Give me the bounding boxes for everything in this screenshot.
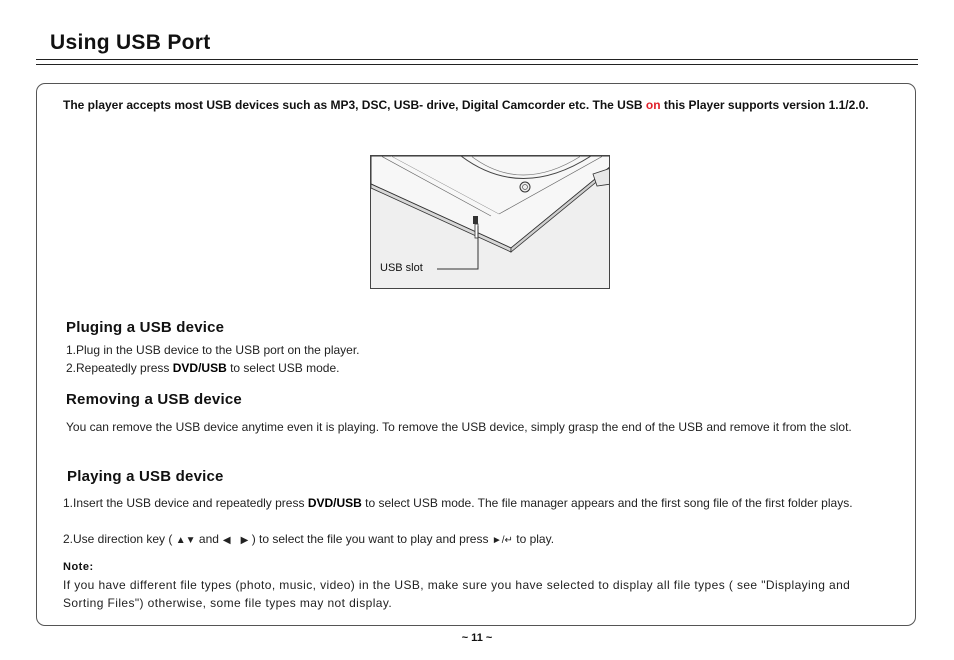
remove-paragraph: You can remove the USB device anytime ev…: [66, 420, 852, 434]
intro-text-end: this Player supports version 1.1/2.0.: [660, 98, 869, 112]
section-title-remove: Removing a USB device: [66, 391, 242, 408]
left-arrow-icon: ◀: [222, 535, 231, 546]
play-enter-icon: ►/↵: [491, 535, 513, 546]
section-title-plug: Pluging a USB device: [66, 319, 225, 336]
note-label: Note:: [63, 561, 94, 573]
dvd-usb-key-label: DVD/USB: [172, 361, 227, 375]
down-arrow-icon: ▼: [185, 535, 196, 546]
right-arrow-icon: ▶: [240, 535, 249, 546]
intro-paragraph: The player accepts most USB devices such…: [63, 97, 903, 113]
play-step-1-text-end: to select USB mode. The file manager app…: [361, 496, 853, 510]
up-arrow-icon: ▲: [175, 535, 186, 546]
plug-step-2-text-end: to select USB mode.: [226, 361, 340, 375]
play-step-2-text: 2.Use direction key (: [63, 532, 173, 546]
note-text: If you have different file types (photo,…: [63, 578, 851, 610]
plug-step-1: 1.Plug in the USB device to the USB port…: [66, 343, 360, 357]
intro-text: The player accepts most USB devices such…: [63, 98, 646, 112]
play-step-2-text-mid: ) to select the file you want to play an…: [251, 532, 489, 546]
intro-highlight: on: [645, 98, 661, 112]
section-title-play: Playing a USB device: [67, 468, 224, 485]
play-step-2: 2.Use direction key ( ▲▼ and◀ ▶ ) to sel…: [63, 530, 903, 550]
header-rule-top: [36, 59, 918, 60]
player-drawing: [371, 156, 609, 270]
play-step-1-text: 1.Insert the USB device and repeatedly p…: [63, 496, 308, 510]
play-step-1: 1.Insert the USB device and repeatedly p…: [63, 494, 899, 512]
header-rule-bottom: [36, 64, 918, 65]
plug-step-2-text: 2.Repeatedly press: [66, 361, 173, 375]
page-number: ~ 11 ~: [461, 632, 493, 644]
plug-step-2: 2.Repeatedly press DVD/USB to select USB…: [66, 359, 339, 377]
play-step-2-and: and: [198, 532, 219, 546]
page-title: Using USB Port: [50, 31, 211, 54]
play-step-2-text-end: to play.: [516, 532, 555, 546]
content-box: [36, 83, 916, 626]
usb-port-illustration: USB slot: [370, 155, 610, 289]
dvd-usb-key-label-2: DVD/USB: [307, 496, 362, 510]
usb-slot-label: USB slot: [380, 262, 423, 274]
